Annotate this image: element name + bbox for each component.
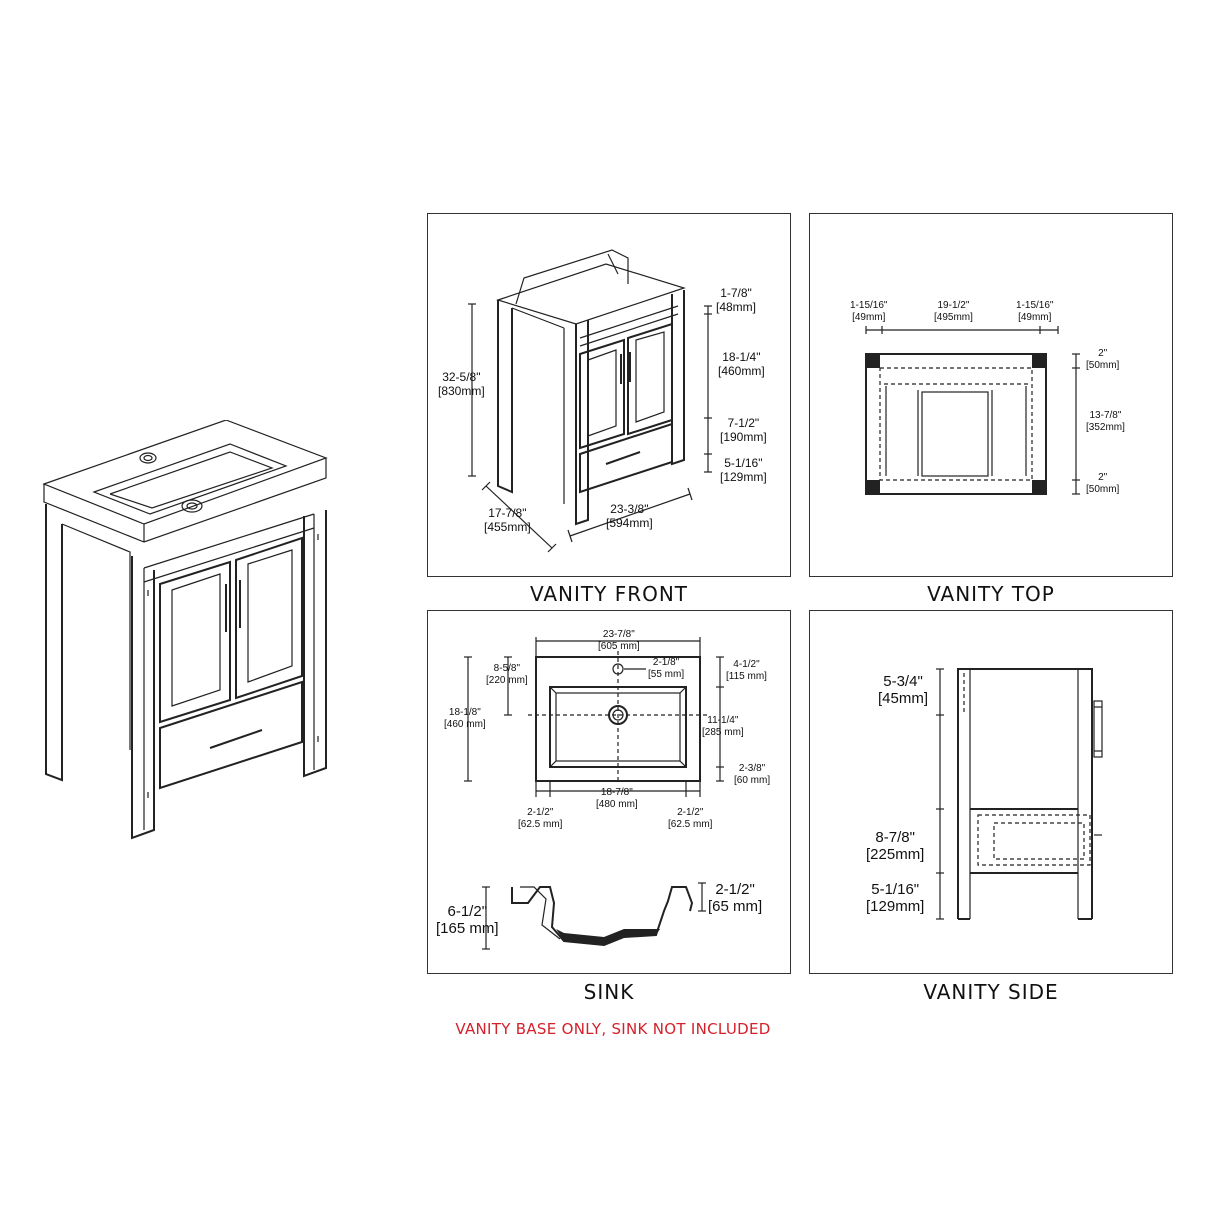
sink-bowl-dim: 11-1/4" [285 mm] [702,715,744,739]
sink-caption: SINK [583,980,635,1004]
sink-tap-dim: 2-1/8" [55 mm] [648,657,684,681]
side-drawer-inch: 8-7/8" [875,829,915,846]
top-mid-inch: 13-7/8" [1089,410,1122,421]
front-depth-dim: 17-7/8" [455mm] [484,506,531,534]
front-leg-inch: 5-1/16" [724,456,763,470]
vanity-side-drawing [936,668,1103,920]
sink-front-mm: [60 mm] [734,775,771,786]
sink-height-mm: [165 mm] [436,920,499,937]
side-top-mm: [45mm] [878,690,929,707]
sink-side-left-inch: 2-1/2" [527,807,554,818]
front-top-inch: 1-7/8" [720,286,752,300]
top-mid-dim: 13-7/8" [352mm] [1086,410,1125,434]
sink-back-inch: 4-1/2" [733,659,760,670]
side-leg-dim: 5-1/16" [129mm] [866,881,924,915]
vanity-top-panel: 1-15/16" [49mm] 19-1/2" [495mm] 1-15/16"… [809,213,1173,577]
front-leg-mm: [129mm] [720,470,767,484]
front-width-inch: 23-3/8" [610,502,649,516]
top-left-dim: 1-15/16" [49mm] [850,300,887,324]
vanity-side-panel: 5-3/4" [45mm] 8-7/8" [225mm] 5-1/16" [12… [809,610,1173,974]
top-front-inch: 2" [1098,348,1108,359]
vanity-isometric-illustration [42,420,328,840]
front-height-inch: 32-5/8" [442,370,481,384]
sink-rim-mm: [65 mm] [708,898,763,915]
front-depth-inch: 17-7/8" [488,506,527,520]
top-back-inch: 2" [1098,472,1108,483]
sink-not-included-note: VANITY BASE ONLY, SINK NOT INCLUDED [455,1020,771,1038]
sink-drain-inch: 8-5/8" [493,663,521,674]
side-drawer-dim: 8-7/8" [225mm] [866,829,924,863]
front-width-dim: 23-3/8" [594mm] [606,502,653,530]
sink-width-inch: 23-7/8" [602,629,635,640]
sink-side-left-mm: [62.5 mm] [518,819,563,830]
front-door-inch: 18-1/4" [722,350,761,364]
top-front-mm: [50mm] [1086,360,1120,371]
front-top-dim: 1-7/8" [48mm] [716,286,756,314]
front-top-mm: [48mm] [716,300,757,314]
top-left-mm: [49mm] [852,312,886,323]
side-top-inch: 5-3/4" [883,673,923,690]
vanity-top-caption: VANITY TOP [927,582,1055,606]
sink-back-mm: [115 mm] [726,671,767,682]
front-leg-dim: 5-1/16" [129mm] [720,456,767,484]
top-center-inch: 19-1/2" [937,300,970,311]
sink-side-left-dim: 2-1/2" [62.5 mm] [518,807,562,831]
sink-rim-dim: 2-1/2" [65 mm] [708,881,762,915]
sink-depth-inch: 18-1/8" [448,707,481,718]
top-back-dim: 2" [50mm] [1086,472,1119,496]
top-left-inch: 1-15/16" [850,300,888,311]
sink-bowl-mm: [285 mm] [702,727,744,738]
top-right-dim: 1-15/16" [49mm] [1016,300,1053,324]
sink-depth-dim: 18-1/8" [460 mm] [444,707,486,731]
side-drawer-mm: [225mm] [866,846,925,863]
top-back-mm: [50mm] [1086,484,1120,495]
sink-tap-inch: 2-1/8" [652,657,680,668]
top-right-mm: [49mm] [1018,312,1052,323]
top-center-dim: 19-1/2" [495mm] [934,300,973,324]
sink-front-inch: 2-3/8" [738,763,766,774]
sink-bowl-width-mm: [480 mm] [596,799,638,810]
sink-depth-mm: [460 mm] [444,719,486,730]
sink-width-mm: [605 mm] [598,641,640,652]
sink-drawing [464,637,724,950]
front-height-mm: [830mm] [438,384,485,398]
sink-tap-mm: [55 mm] [648,669,685,680]
vanity-front-caption: VANITY FRONT [529,582,689,606]
front-drawer-dim: 7-1/2" [190mm] [720,416,767,444]
sink-bowl-width-inch: 18-7/8" [600,787,633,798]
sink-front-dim: 2-3/8" [60 mm] [734,763,770,787]
top-center-mm: [495mm] [934,312,973,323]
front-door-mm: [460mm] [718,364,765,378]
vanity-side-caption: VANITY SIDE [923,980,1059,1004]
front-door-dim: 18-1/4" [460mm] [718,350,765,378]
front-depth-mm: [455mm] [484,520,531,534]
top-right-inch: 1-15/16" [1016,300,1054,311]
sink-back-dim: 4-1/2" [115 mm] [726,659,767,683]
side-leg-mm: [129mm] [866,898,925,915]
side-top-dim: 5-3/4" [45mm] [878,673,928,707]
vanity-top-drawing [865,326,1080,495]
sink-bowl-width-dim: 18-7/8" [480 mm] [596,787,638,811]
sink-bowl-inch: 11-1/4" [707,715,739,726]
sink-panel: 23-7/8" [605 mm] 2-1/8" [55 mm] 8-5/8" [… [427,610,791,974]
top-front-dim: 2" [50mm] [1086,348,1119,372]
sink-drain-mm: [220 mm] [486,675,528,686]
sink-height-dim: 6-1/2" [165 mm] [436,903,499,937]
sink-width-dim: 23-7/8" [605 mm] [598,629,640,653]
sink-side-right-mm: [62.5 mm] [668,819,713,830]
sink-drain-dim: 8-5/8" [220 mm] [486,663,528,687]
sink-side-right-inch: 2-1/2" [677,807,704,818]
front-drawer-mm: [190mm] [720,430,767,444]
top-mid-mm: [352mm] [1086,422,1125,433]
front-drawer-inch: 7-1/2" [727,416,760,430]
sink-side-right-dim: 2-1/2" [62.5 mm] [668,807,712,831]
sink-height-inch: 6-1/2" [447,903,488,920]
front-height-dim: 32-5/8" [830mm] [438,370,485,398]
vanity-front-drawing [468,249,712,553]
front-width-mm: [594mm] [606,516,653,530]
sink-rim-inch: 2-1/2" [715,881,755,898]
vanity-front-panel: 1-7/8" [48mm] 18-1/4" [460mm] 7-1/2" [19… [427,213,791,577]
side-leg-inch: 5-1/16" [871,881,920,898]
